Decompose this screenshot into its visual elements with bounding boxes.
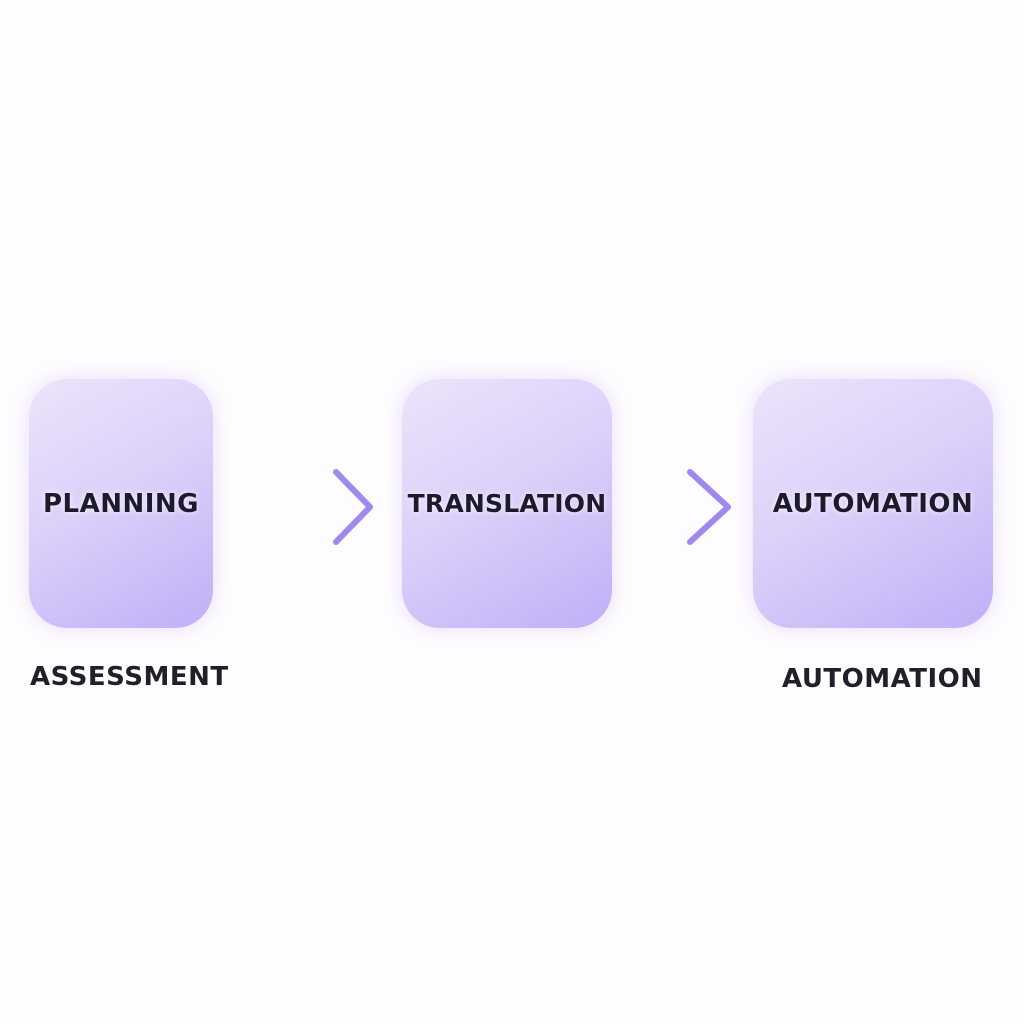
- step-box-automation: AUTOMATION: [753, 379, 993, 628]
- arrow-right-icon: [633, 469, 731, 545]
- step-box-planning: PLANNING: [29, 379, 213, 628]
- arrow-right-icon: [233, 469, 373, 545]
- caption-assessment: ASSESSMENT: [30, 662, 229, 692]
- caption-automation: AUTOMATION: [782, 664, 983, 694]
- step-box-translation: TRANSLATION: [402, 379, 612, 628]
- step-label-automation: AUTOMATION: [772, 488, 974, 519]
- step-label-planning: PLANNING: [42, 488, 200, 519]
- step-label-translation: TRANSLATION: [407, 489, 607, 518]
